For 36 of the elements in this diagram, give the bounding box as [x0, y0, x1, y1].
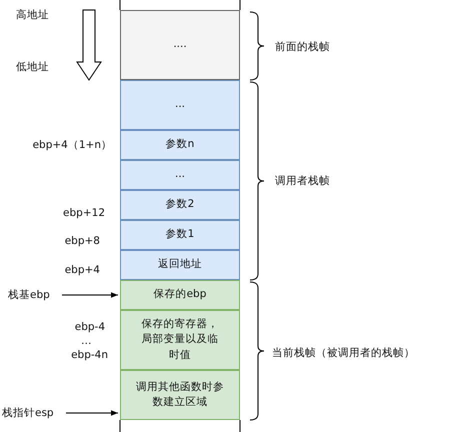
pointer-label: 栈指针esp [2, 405, 64, 421]
offset-label: ebp+8 [64, 234, 100, 248]
arrow [62, 292, 118, 298]
stack-cell [120, 250, 240, 280]
offset-label: ebp+12 [63, 206, 105, 220]
offset-label: ebp+4 [64, 263, 100, 277]
cell-text: .... [173, 37, 187, 52]
stack-cell [120, 190, 240, 220]
stack-cell [120, 220, 240, 250]
arrow [66, 410, 118, 416]
cell-text: 参数2 [166, 197, 194, 212]
offset-label: ebp-4n [71, 348, 108, 362]
cell-text: 保存的寄存器，局部变量以及临时值 [140, 317, 220, 363]
offset-label: … [81, 334, 92, 348]
cell-text: ... [174, 167, 185, 182]
cell-text: 返回地址 [158, 257, 202, 272]
stack-cell [120, 160, 240, 190]
stack-cell [120, 130, 240, 160]
address-label: 低地址 [16, 60, 49, 74]
address-label: 高地址 [16, 8, 49, 22]
pointer-label: 栈基ebp [8, 287, 58, 303]
cell-text: 参数n [166, 137, 194, 152]
cell-text: ... [174, 97, 185, 112]
offset-label: ebp+4（1+n） [32, 138, 112, 152]
cell-text: 保存的ebp [154, 287, 206, 302]
brace-label: 调用者栈帧 [275, 174, 330, 188]
brace-label: 前面的栈帧 [275, 40, 330, 54]
stack-cell [120, 310, 240, 370]
stack-cell [120, 80, 240, 130]
offset-label: ebp-4 [74, 320, 105, 334]
stack-cell [120, 10, 240, 80]
cell-text: 参数1 [166, 227, 194, 242]
cell-text: 调用其他函数时参数建立区域 [135, 380, 225, 410]
stack-cell [120, 280, 240, 310]
brace-label: 当前栈帧（被调用者的栈帧） [272, 346, 415, 360]
stack-cell [120, 370, 240, 420]
